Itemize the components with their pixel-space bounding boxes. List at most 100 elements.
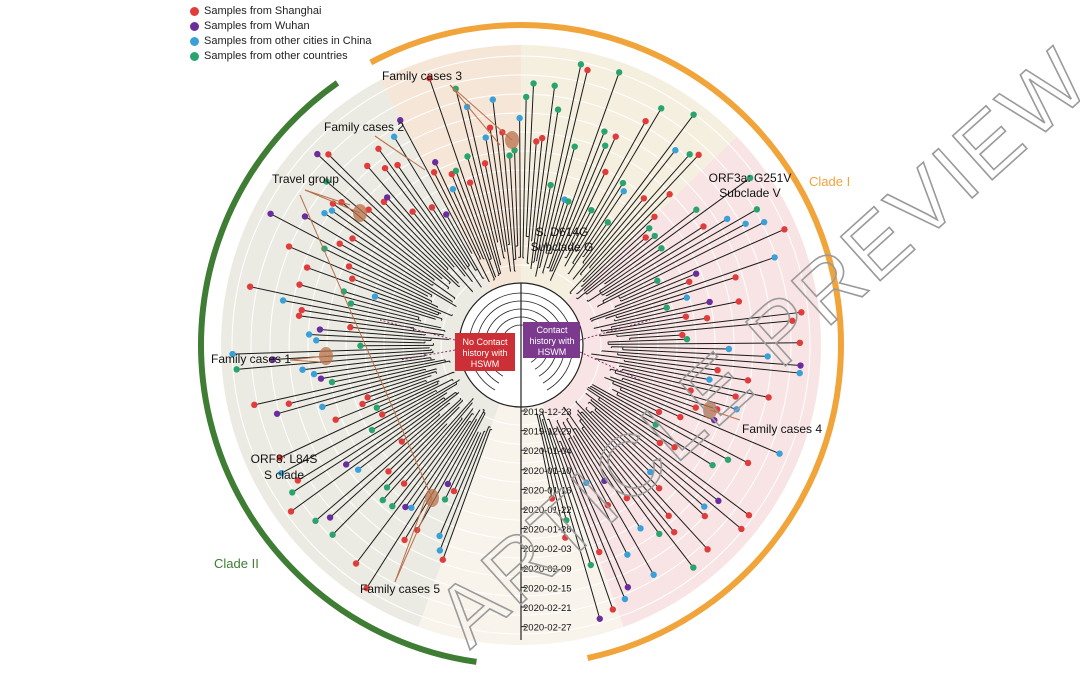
branch-link	[583, 290, 586, 292]
branch-link	[425, 380, 427, 383]
tip-dot	[602, 168, 609, 176]
tip-dot	[671, 444, 678, 451]
branch	[282, 299, 446, 332]
branch-link	[585, 292, 588, 295]
tip-dot	[624, 584, 632, 591]
blue-dot-icon	[190, 37, 199, 46]
legend-label: Samples from Shanghai	[204, 5, 322, 17]
branch-link	[417, 317, 420, 320]
branch-link	[550, 270, 553, 272]
legend-label: Samples from Wuhan	[204, 20, 310, 32]
tip-dot	[588, 206, 595, 214]
contact-dash-line	[399, 349, 456, 361]
tip-dot	[612, 133, 619, 140]
tip-dot	[378, 411, 386, 418]
branch-link	[475, 268, 478, 271]
tip-dot	[486, 124, 494, 131]
branch	[604, 376, 715, 421]
branch	[374, 296, 443, 320]
tip-dot	[771, 254, 778, 261]
cluster-highlight	[319, 347, 333, 365]
branch-link	[562, 421, 565, 424]
branch-link	[489, 258, 492, 260]
tip-dot	[246, 283, 254, 290]
branch	[620, 389, 681, 418]
tip-dot	[325, 151, 332, 158]
branch	[331, 359, 446, 383]
branch	[531, 138, 543, 241]
tip-dot	[601, 142, 609, 149]
branch-link	[580, 411, 583, 414]
tip-dot	[637, 525, 644, 532]
tip-dot	[798, 309, 805, 316]
legend-item-other-countries: Samples from other countries	[190, 49, 372, 64]
branch	[526, 141, 537, 264]
branch-link	[447, 287, 450, 290]
branch-link	[589, 267, 591, 269]
tip-dot	[397, 117, 404, 124]
branch-link	[576, 292, 578, 295]
branch	[391, 418, 463, 507]
tip-dot	[296, 281, 303, 288]
pointer-line	[449, 84, 501, 146]
tip-dot	[732, 274, 739, 281]
branch	[629, 334, 683, 339]
branch	[383, 201, 449, 270]
branch	[589, 281, 690, 320]
branch	[601, 316, 686, 332]
tip-dot	[690, 111, 697, 118]
tip-dot	[436, 532, 443, 540]
tip-dot	[715, 497, 722, 505]
red-dot-icon	[190, 7, 199, 16]
branch	[536, 413, 566, 538]
branch	[514, 150, 519, 247]
branch	[575, 108, 662, 252]
tip-dot	[463, 103, 471, 111]
branch	[384, 167, 473, 283]
tip-dot	[345, 263, 353, 270]
branch	[324, 248, 433, 302]
branch-link	[580, 285, 583, 287]
tip-dot	[654, 277, 661, 284]
branch	[366, 409, 481, 589]
branch	[410, 420, 471, 509]
tip-dot	[796, 369, 803, 377]
tip-dot	[443, 211, 450, 218]
branch-link	[448, 281, 451, 285]
branch	[582, 193, 671, 283]
tip-dot	[655, 485, 663, 492]
branch	[562, 422, 609, 506]
date-label: 2020-01-10	[523, 466, 572, 477]
tip-dot	[317, 375, 325, 382]
tip-dot	[733, 406, 740, 413]
tip-dot	[700, 223, 707, 230]
tip-dot	[601, 477, 608, 485]
branch-link	[569, 292, 572, 295]
subclade-v-label-2: Subclade V	[719, 186, 780, 200]
s-clade-label-2: S clade	[264, 468, 304, 482]
tip-dot	[704, 546, 711, 553]
tip-dot	[765, 394, 772, 401]
branch-link	[615, 315, 617, 318]
branch-link	[572, 262, 575, 265]
tip-dot	[711, 416, 718, 424]
branch	[608, 342, 800, 345]
branch	[381, 378, 453, 415]
branch	[584, 237, 647, 291]
tip-dot	[624, 551, 631, 558]
branch	[316, 339, 425, 344]
branch-link	[482, 277, 485, 279]
branch	[376, 380, 439, 409]
branch	[290, 391, 456, 512]
tip-dot	[563, 517, 570, 524]
tip-dot	[389, 502, 396, 510]
tip-dot	[432, 159, 439, 166]
branch-link	[458, 285, 461, 288]
branch-link	[612, 381, 614, 384]
tip-dot	[744, 459, 752, 467]
tip-dot	[267, 210, 274, 217]
branch	[439, 426, 490, 551]
branch	[577, 413, 675, 533]
branch	[328, 154, 459, 284]
tip-dot	[776, 450, 783, 457]
